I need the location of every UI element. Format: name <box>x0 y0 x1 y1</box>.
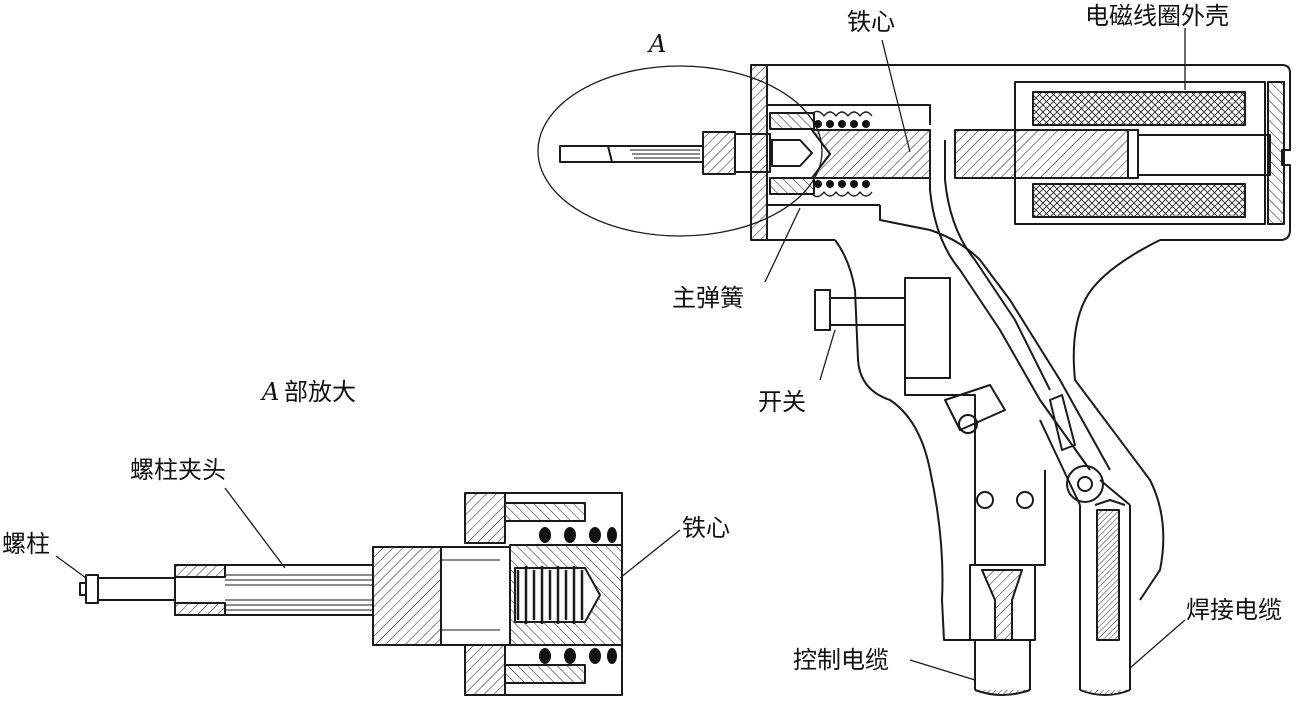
label-zoom-title: 部放大 <box>284 378 356 406</box>
label-coil-housing: 电磁线圈外壳 <box>1085 2 1229 30</box>
detail-a <box>79 492 623 696</box>
label-stud: 螺柱 <box>2 530 50 558</box>
label-zoom-letter: A <box>260 378 279 406</box>
label-main-spring: 主弹簧 <box>672 284 744 312</box>
label-iron-core: 铁心 <box>847 8 895 36</box>
gun-head <box>559 64 1291 241</box>
label-stud-chuck: 螺柱夹头 <box>130 456 226 484</box>
label-welding-cable: 焊接电缆 <box>1186 596 1282 624</box>
label-switch: 开关 <box>758 388 806 416</box>
label-control-cable: 控制电缆 <box>793 646 889 674</box>
label-region-a: A <box>647 30 666 58</box>
leader-lines <box>55 28 1186 681</box>
region-a-ellipse <box>537 65 823 237</box>
main-spring-coils <box>814 120 870 188</box>
gun-handle <box>814 140 1165 696</box>
label-iron-core-detail: 铁心 <box>682 514 730 542</box>
